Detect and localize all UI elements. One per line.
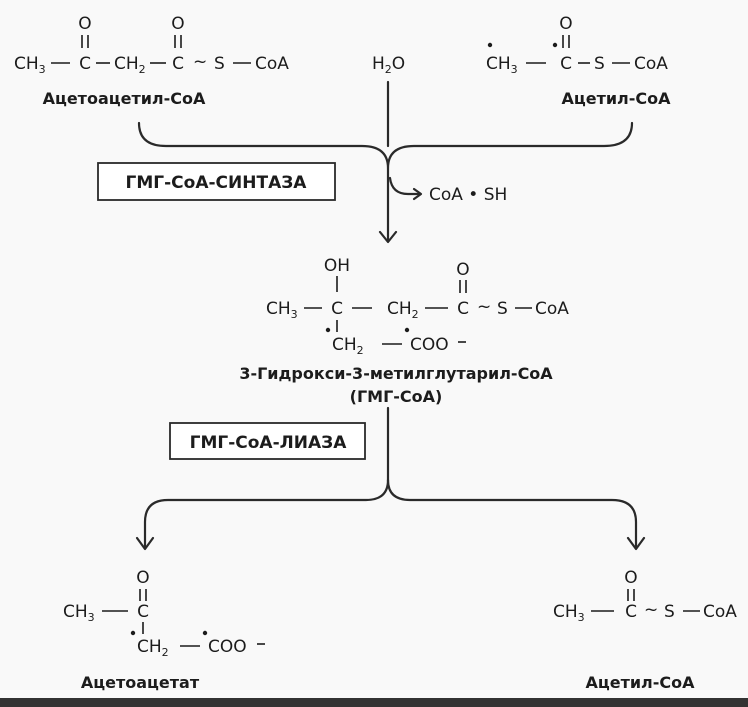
atom-c: C xyxy=(331,299,343,319)
isotope-label-dot xyxy=(487,42,493,48)
atom-s: S xyxy=(214,54,225,74)
atom-o: O xyxy=(78,14,91,34)
atom-o: O xyxy=(559,14,572,34)
isotope-label-dot xyxy=(202,630,208,636)
group-ch3: CH3 xyxy=(553,602,585,624)
synthase-label: ГМГ-CoA-СИНТАЗА xyxy=(126,173,308,193)
group-ch3: CH3 xyxy=(14,54,46,76)
isotope-label-dot xyxy=(552,42,558,48)
condensation-arrow: CoA • SH xyxy=(137,80,634,244)
acetyl-coa-structure-top: O CH3 C S CoA Ацетил-CoA xyxy=(486,14,671,108)
group-coo: COO xyxy=(410,335,449,355)
acetyl-coa-label-bottom: Ацетил-CoA xyxy=(585,673,695,692)
atom-o: O xyxy=(171,14,184,34)
water-label: H2O xyxy=(372,54,405,76)
hmg-coa-label: 3-Гидрокси-3-метилглутарил-CoA xyxy=(239,364,553,383)
cleavage-arrows xyxy=(135,406,646,551)
enzyme-frame xyxy=(169,422,366,460)
page-edge-strip xyxy=(0,698,748,707)
merge-brace xyxy=(137,121,634,170)
bond-tilde: ~ xyxy=(477,297,491,317)
lyase-enzyme-box: ГМГ-CoA-ЛИАЗА xyxy=(169,422,366,460)
synthase-enzyme-box: ГМГ-CoA-СИНТАЗА xyxy=(97,162,336,201)
bond-tilde: ~ xyxy=(644,600,658,620)
enzyme-frame xyxy=(97,162,336,201)
atom-c: C xyxy=(79,54,91,74)
right-arrow-head xyxy=(626,536,646,551)
group-ch2: CH2 xyxy=(114,54,146,76)
acetoacetyl-coa-structure: O O CH3 C CH2 C ~ S CoA Ацетоацетил-CoA xyxy=(14,14,289,108)
atom-c: C xyxy=(172,54,184,74)
bond-tilde: ~ xyxy=(193,52,207,72)
left-arrow-head xyxy=(135,536,155,551)
group-coa: CoA xyxy=(535,299,569,319)
acetyl-coa-label-top: Ацетил-CoA xyxy=(561,89,671,108)
left-branch xyxy=(143,478,390,550)
group-ch2: CH2 xyxy=(387,299,419,321)
main-arrow-head xyxy=(378,230,398,244)
coa-sh-label: CoA • SH xyxy=(429,185,507,205)
lyase-label: ГМГ-CoA-ЛИАЗА xyxy=(190,433,348,453)
hmg-coa-structure: OH O CH3 C CH2 C ~ S CoA CH2 COO 3-Гидро… xyxy=(239,256,569,406)
group-ch3: CH3 xyxy=(266,299,298,321)
acetyl-coa-structure-bottom: O CH3 C ~ S CoA Ацетил-CoA xyxy=(553,568,737,692)
atom-s: S xyxy=(497,299,508,319)
acetoacetyl-coa-label: Ацетоацетил-CoA xyxy=(43,89,206,108)
acetoacetate-structure: O CH3 C CH2 COO Ацетоацетат xyxy=(63,568,265,692)
group-ch2: CH2 xyxy=(332,335,364,357)
group-coa: CoA xyxy=(703,602,737,622)
group-coo: COO xyxy=(208,637,247,657)
group-oh: OH xyxy=(324,256,350,276)
atom-o: O xyxy=(456,260,469,280)
atom-c: C xyxy=(625,602,637,622)
isotope-label-dot xyxy=(404,327,410,333)
atom-o: O xyxy=(136,568,149,588)
hmg-coa-abbrev: (ГМГ-CoA) xyxy=(350,387,443,406)
acetoacetate-label: Ацетоацетат xyxy=(81,673,200,692)
atom-c: C xyxy=(457,299,469,319)
isotope-label-dot xyxy=(130,630,136,636)
atom-s: S xyxy=(594,54,605,74)
isotope-label-dot xyxy=(325,327,331,333)
atom-s: S xyxy=(664,602,675,622)
group-coa: CoA xyxy=(634,54,668,74)
right-branch xyxy=(386,478,638,550)
group-ch3: CH3 xyxy=(486,54,518,76)
atom-o: O xyxy=(624,568,637,588)
atom-c: C xyxy=(137,602,149,622)
release-arrow-line xyxy=(388,176,422,196)
group-coa: CoA xyxy=(255,54,289,74)
group-ch3: CH3 xyxy=(63,602,95,624)
atom-c: C xyxy=(560,54,572,74)
release-arrow-head xyxy=(412,187,423,201)
group-ch2: CH2 xyxy=(137,637,169,659)
